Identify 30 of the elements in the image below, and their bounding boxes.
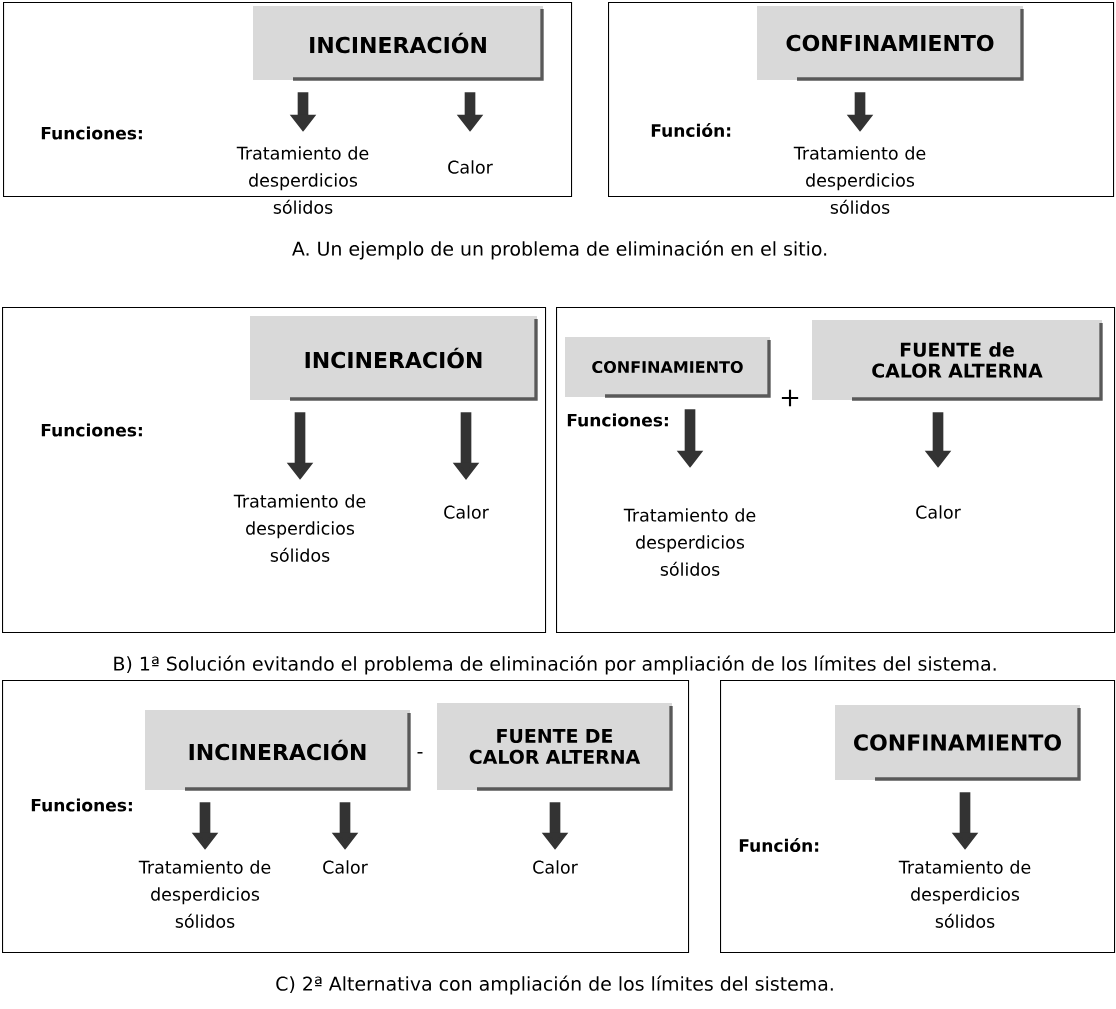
caption: A. Un ejemplo de un problema de eliminación en el sitio. [292,240,827,260]
process-box: CONFINAMIENTO [565,337,771,398]
process-box: INCINERACIÓN [253,6,544,81]
caption: C) 2ª Alternativa con ampliación de los límites del sistema. [276,975,833,995]
output-text: Tratamiento de desperdicios sólidos [623,508,756,576]
output-text: Calor [323,860,368,874]
process-box: INCINERACIÓN [250,316,538,401]
output-text: Calor [448,160,493,174]
process-box: CONFINAMIENTO [835,705,1081,781]
process-box: CONFINAMIENTO [757,6,1024,81]
operator-sign: + [781,389,799,407]
output-text: Calor [533,860,578,874]
output-text: Tratamiento de desperdicios sólidos [138,860,271,928]
function-label: Funciones: [41,126,142,140]
output-text: Tratamiento de desperdicios sólidos [793,146,926,214]
process-box: INCINERACIÓN [145,710,411,791]
process-box: FUENTE de CALOR ALTERNA [812,320,1103,401]
function-label: Función: [739,838,819,852]
caption: B) 1ª Solución evitando el problema de eliminación por ampliación de los límites del sistema. [114,655,996,675]
output-text: Tratamiento de desperdicios sólidos [233,494,366,562]
function-label: Función: [651,123,731,137]
function-label: Funciones: [31,798,132,812]
output-text: Calor [444,505,489,519]
function-label: Funciones: [41,423,142,437]
process-box: FUENTE DE CALOR ALTERNA [437,703,673,791]
output-text: Tratamiento de desperdicios sólidos [898,860,1031,928]
output-text: Tratamiento de desperdicios sólidos [236,146,369,214]
output-text: Calor [916,505,961,519]
function-label: Funciones: [567,413,668,427]
operator-sign: - [417,752,423,754]
